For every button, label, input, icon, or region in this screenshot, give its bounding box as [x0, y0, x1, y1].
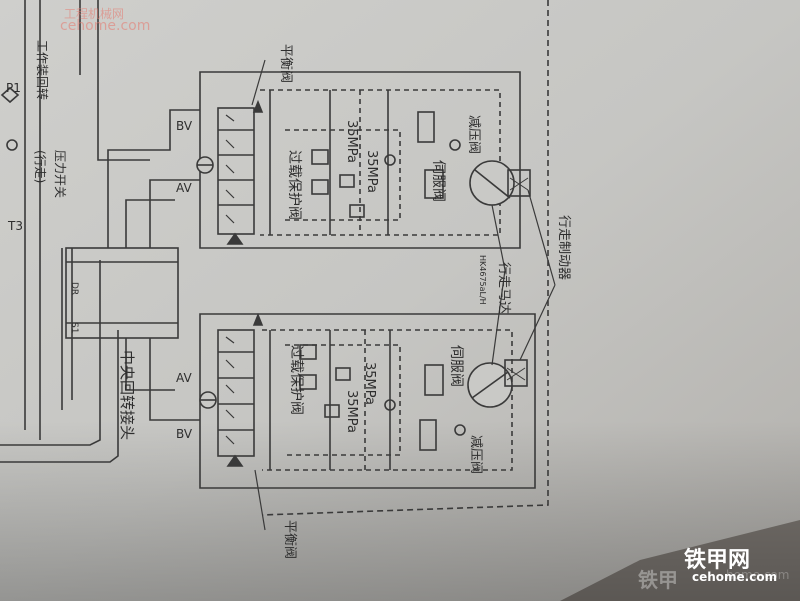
label-left-travel: (行走)	[33, 150, 47, 183]
top-block-outline	[199, 71, 521, 249]
label-motor-code: HK4675aL/H	[478, 255, 487, 305]
label-servo-valve-bottom: 伺服阀	[448, 345, 464, 387]
label-travel-motor: 行走马达	[496, 262, 511, 314]
label-left-work-circuit: 工作装回转	[35, 40, 50, 100]
balance-valve-top-body	[217, 107, 255, 235]
bottom-block-outline	[199, 313, 536, 489]
watermark-logo-faded: 铁甲	[638, 568, 678, 592]
label-left-pressure-switch: 压力开关	[53, 150, 67, 198]
label-reducing-valve-top: 减压阀	[466, 115, 481, 154]
top-left-watermark-url: cehome.com	[60, 18, 151, 34]
label-35mpa-c: 35MPa	[362, 362, 377, 405]
label-35mpa-d: 35MPa	[344, 390, 359, 433]
label-bv-top: BV	[176, 119, 193, 133]
label-balance-valve-bottom: 平衡阀	[282, 520, 297, 559]
label-balance-valve-top: 平衡阀	[278, 44, 293, 83]
label-35mpa-b: 35MPa	[364, 150, 379, 193]
label-port-s1: S1	[69, 322, 79, 333]
label-port-p1: P1	[6, 81, 21, 95]
label-port-dr: DR	[69, 282, 79, 295]
brake-bottom	[504, 359, 528, 387]
corner-watermark: 铁甲网 铁甲 home.com cehome.com	[636, 528, 790, 592]
label-35mpa-a: 35MPa	[344, 120, 359, 163]
label-port-t3: T3	[7, 219, 23, 233]
balance-valve-bottom-body	[217, 329, 255, 457]
label-reducing-valve-bottom: 减压阀	[468, 435, 483, 474]
label-av-top: AV	[176, 181, 192, 195]
center-joint-box	[65, 247, 179, 339]
label-av-bottom: AV	[176, 371, 192, 385]
watermark-logo: 铁甲网	[684, 548, 751, 573]
label-servo-valve-top: 伺服阀	[430, 160, 446, 202]
watermark-url-faded: home.com	[726, 568, 790, 582]
outer-dashed-boundary	[261, 0, 549, 516]
label-overload-valve-top: 过载保护阀	[286, 150, 302, 220]
brake-top	[507, 169, 531, 197]
label-overload-valve-bottom: 过载保护阀	[288, 345, 304, 415]
watermark-url: cehome.com	[692, 570, 778, 584]
label-center-joint: 中央回转接头	[118, 350, 136, 440]
label-travel-brake: 行走制动器	[556, 215, 571, 280]
top-left-watermark: 工程机械网	[64, 7, 125, 21]
label-bv-bottom: BV	[176, 427, 193, 441]
